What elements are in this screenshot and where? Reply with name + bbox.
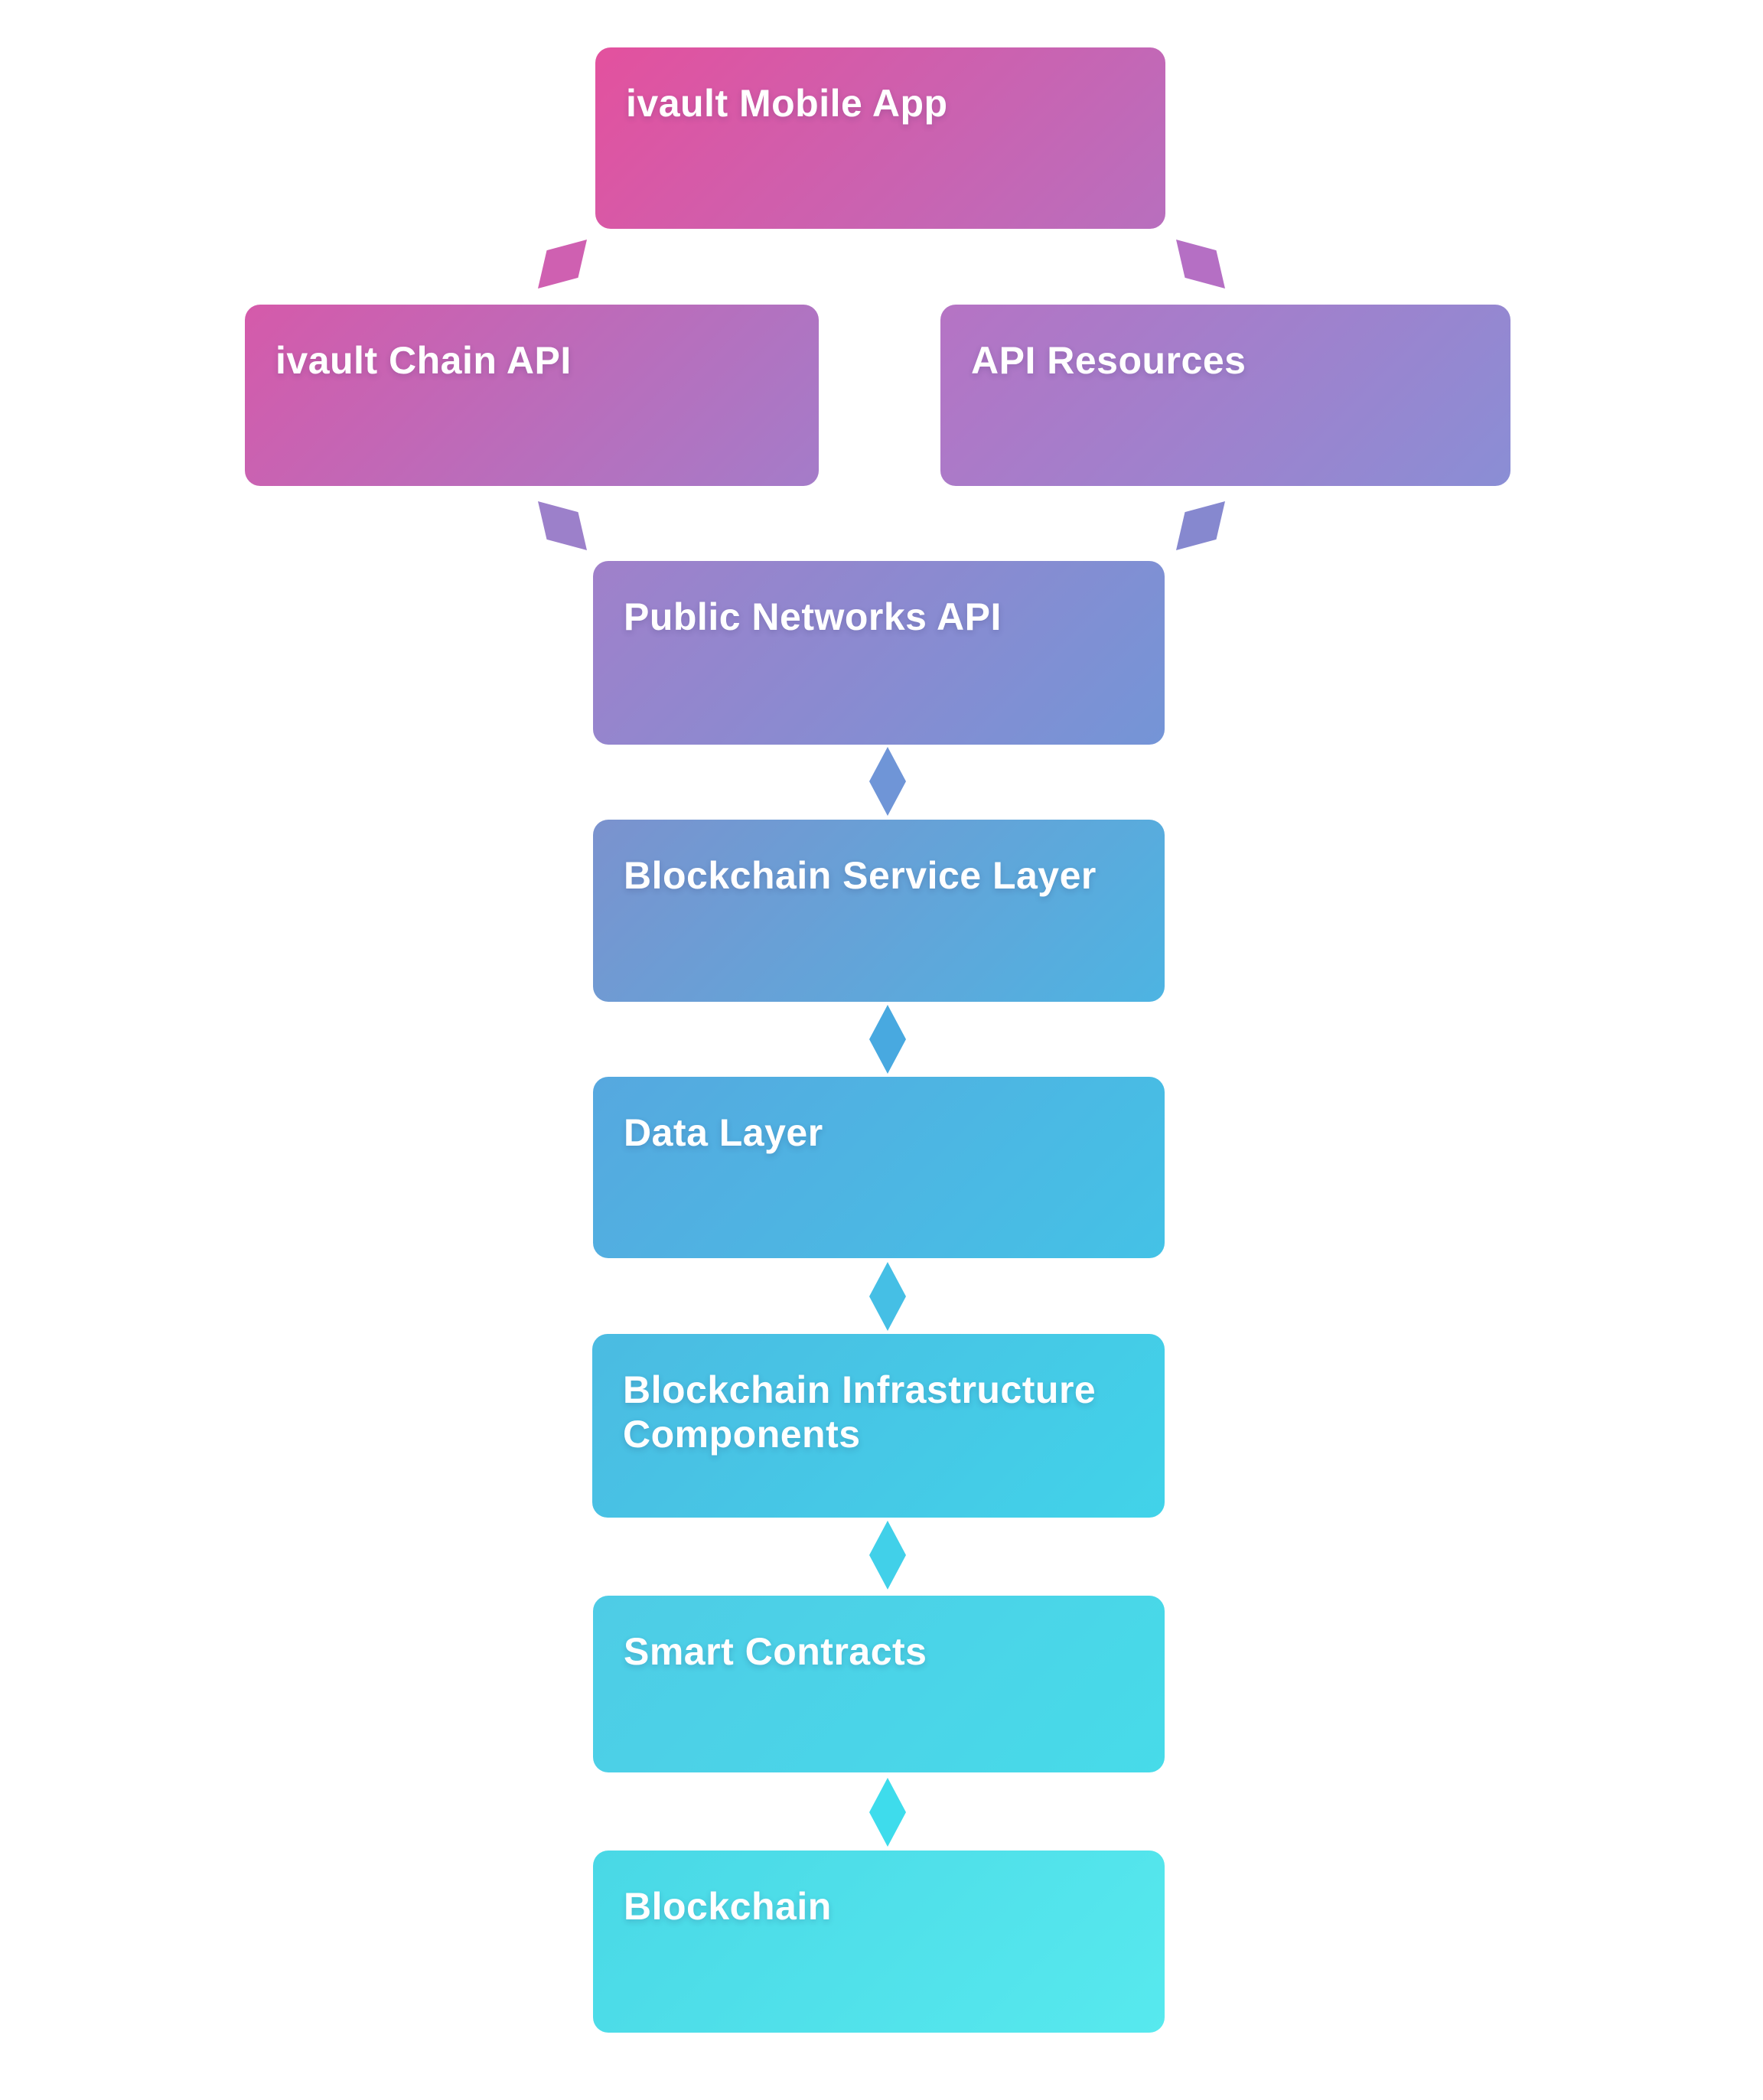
connector-diamond-chain-api-to-public-networks [538,501,587,550]
node-data-layer: Data Layer [593,1077,1165,1258]
node-label-ivault-mobile-app: ivault Mobile App [626,82,948,125]
connector-diamond-infrastructure-to-smart-contracts [869,1521,906,1590]
node-label-api-resources: API Resources [971,339,1246,382]
node-label-data-layer: Data Layer [624,1111,823,1154]
node-ivault-mobile-app: ivault Mobile App [595,47,1165,229]
node-label-ivault-chain-api: ivault Chain API [275,339,572,382]
node-label-blockchain-infrastructure-components: Blockchain Infrastructure Components [623,1368,1097,1456]
node-blockchain: Blockchain [593,1851,1165,2033]
node-api-resources: API Resources [940,305,1510,486]
node-smart-contracts: Smart Contracts [593,1596,1165,1772]
connector-diamond-service-layer-to-data-layer [869,1005,906,1074]
node-label-public-networks-api: Public Networks API [624,595,1002,638]
node-blockchain-infrastructure-components: Blockchain Infrastructure Components [592,1334,1165,1518]
connector-diamond-smart-contracts-to-blockchain [869,1778,906,1847]
connector-diamond-mobile-to-api-resources [1176,240,1225,289]
connector-diamond-public-networks-to-service-layer [869,747,906,816]
node-ivault-chain-api: ivault Chain API [245,305,819,486]
node-label-blockchain-service-layer: Blockchain Service Layer [624,854,1097,897]
connector-diamond-api-resources-to-public-networks [1176,501,1225,550]
node-label-blockchain: Blockchain [624,1885,832,1928]
node-public-networks-api: Public Networks API [593,561,1165,745]
connector-diamond-mobile-to-chain-api [538,240,587,289]
node-label-smart-contracts: Smart Contracts [624,1630,927,1673]
connector-diamond-data-layer-to-infrastructure [869,1262,906,1331]
node-blockchain-service-layer: Blockchain Service Layer [593,820,1165,1002]
